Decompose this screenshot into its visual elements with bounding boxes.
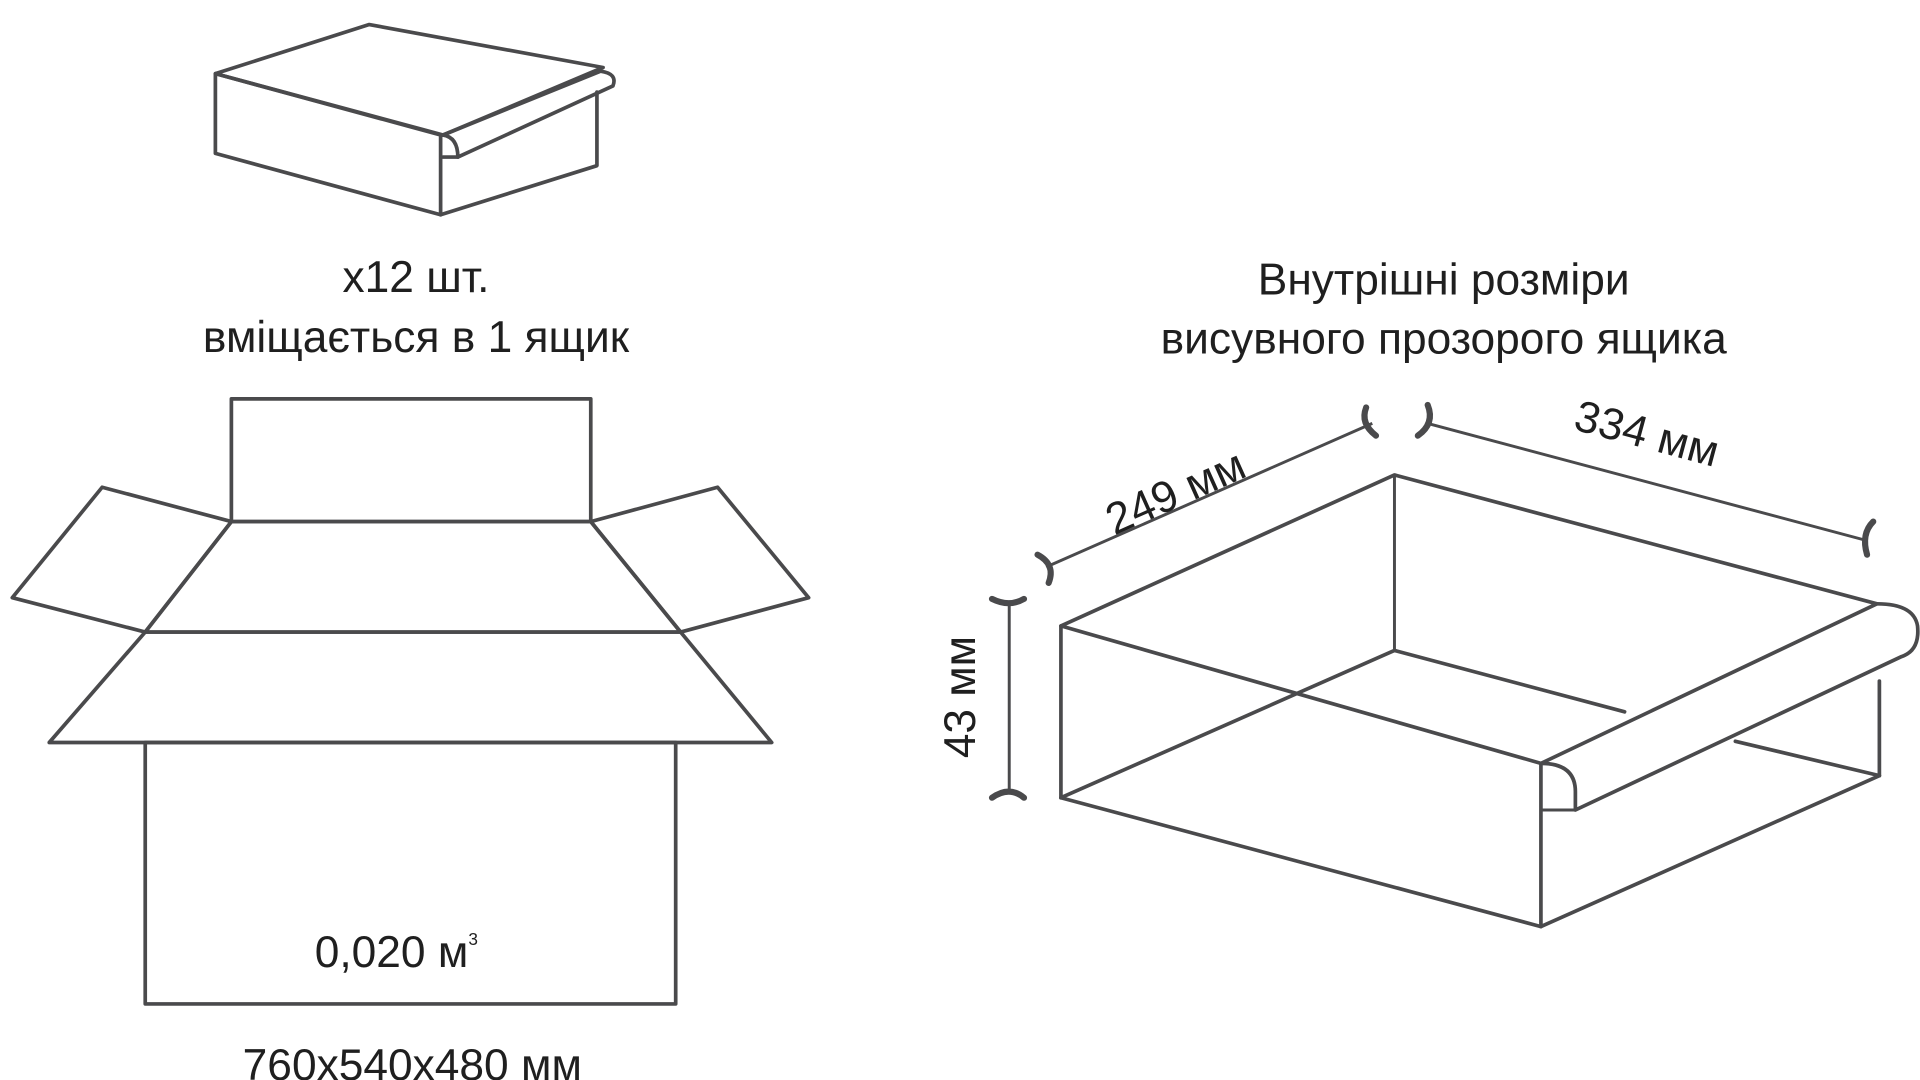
carton-dimensions: 760x540x480 мм [243, 1041, 582, 1080]
width-label: 334 мм [1569, 391, 1724, 476]
dimension-depth [1034, 404, 1380, 587]
height-label: 43 мм [936, 636, 985, 758]
dimension-width [1414, 401, 1877, 558]
drawer-title-line1: Внутрішні розміри [1258, 256, 1630, 305]
carton-illustration [10, 397, 811, 1006]
carton-volume: 0,020 м3 [315, 928, 478, 977]
small-box-illustration [213, 22, 616, 217]
quantity-text: x12 шт. [343, 253, 490, 302]
fits-caption: вміщається в 1 ящик [203, 313, 630, 362]
depth-label: 249 мм [1098, 440, 1252, 544]
dimension-height [988, 595, 1028, 801]
drawer-title-line2: висувного прозорого ящика [1161, 315, 1728, 364]
drawer-illustration [1059, 473, 1920, 929]
